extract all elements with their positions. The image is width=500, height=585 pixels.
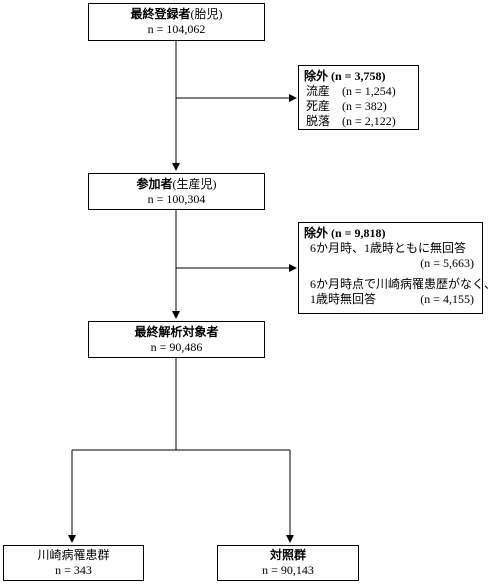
control-group-count: n = 90,143 [262, 563, 314, 577]
exclusion2-box: 除外 (n = 9,818) 6か月時、1歳時ともに無回答 (n = 5,663… [298, 222, 497, 314]
exclusion2-item2-line1: 6か月時点で川崎病罹患歴がなく、 [310, 277, 497, 291]
exclusion1-label: 流産 [306, 84, 331, 98]
exclusion1-title: 除外 (n = 3,758) [304, 69, 386, 83]
participants-box: 参加者(生産児) n = 100,304 [88, 173, 265, 210]
control-group-title: 対照群 [269, 548, 306, 562]
control-group-box: 対照群 n = 90,143 [217, 545, 359, 581]
exclusion2-item2-count: (n = 4,155) [420, 292, 474, 306]
exclusion2-title: 除外 (n = 9,818) [304, 226, 386, 240]
analysis-count: n = 90,486 [150, 340, 203, 354]
participants-suffix: (生産児) [172, 177, 217, 191]
exclusion1-count: (n = 382) [342, 99, 387, 113]
exclusion1-item: 死産 (n = 382) [304, 99, 418, 114]
registered-suffix: (胎児) [190, 7, 223, 21]
analysis-box: 最終解析対象者 n = 90,486 [88, 321, 265, 358]
exclusion1-label: 脱落 [306, 114, 331, 128]
exclusion1-item: 脱落 (n = 2,122) [304, 114, 418, 129]
exclusion2-item2-line2: 1歳時無回答 [310, 292, 377, 306]
exclusion1-item: 流産 (n = 1,254) [304, 84, 418, 99]
participants-title: 参加者 [136, 177, 173, 191]
exclusion1-count: (n = 2,122) [342, 114, 396, 128]
kawasaki-group-count: n = 343 [55, 563, 92, 577]
exclusion2-item1-label: 6か月時、1歳時ともに無回答 [310, 241, 467, 255]
registered-title: 最終登録者 [130, 7, 191, 21]
exclusion2-item1-count: (n = 5,663) [420, 256, 474, 270]
exclusion1-count: (n = 1,254) [342, 84, 396, 98]
exclusion1-box: 除外 (n = 3,758) 流産 (n = 1,254) 死産 (n = 382)… [298, 65, 419, 130]
exclusion1-label: 死産 [306, 99, 331, 113]
registered-box: 最終登録者(胎児) n = 104,062 [88, 3, 265, 41]
analysis-title: 最終解析対象者 [134, 325, 219, 339]
registered-count: n = 104,062 [147, 22, 206, 36]
participants-count: n = 100,304 [147, 192, 206, 206]
kawasaki-group-title: 川崎病罹患群 [37, 548, 110, 562]
kawasaki-group-box: 川崎病罹患群 n = 343 [3, 545, 144, 581]
